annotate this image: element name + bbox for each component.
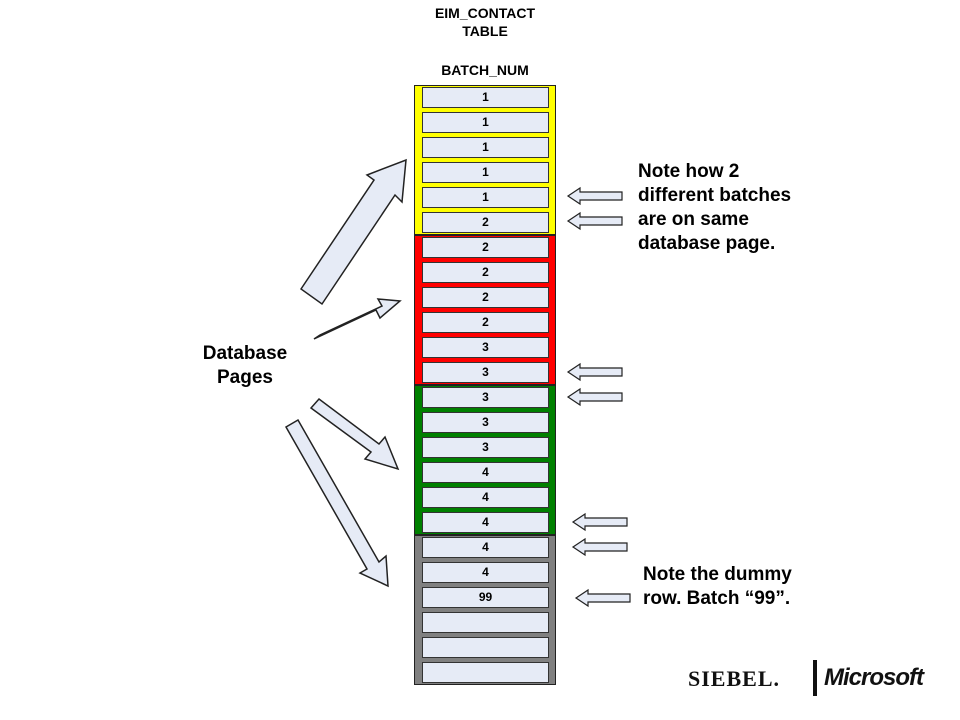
batch-num-cell: 4 (422, 462, 549, 483)
note-line: are on same (638, 209, 749, 230)
page-arrow-gray-icon (284, 418, 389, 588)
pointer-arrow-icon (566, 186, 623, 206)
batch-num-cell (422, 637, 549, 658)
note-dummy-row: Note the dummy row. Batch “99”. (643, 563, 792, 611)
table-title-line-1: EIM_CONTACT (434, 5, 536, 21)
pointer-arrow-icon (566, 211, 623, 231)
batch-num-cell: 3 (422, 387, 549, 408)
logo-area: SIEBEL. Microsoft (688, 660, 938, 700)
batch-num-cell: 4 (422, 512, 549, 533)
batch-num-cell: 99 (422, 587, 549, 608)
batch-num-cell: 4 (422, 562, 549, 583)
batch-num-cell: 4 (422, 537, 549, 558)
pointer-arrow-icon (571, 537, 628, 557)
batch-num-cell: 2 (422, 262, 549, 283)
batch-num-cell: 2 (422, 212, 549, 233)
batch-num-cell: 1 (422, 187, 549, 208)
batch-num-cell (422, 612, 549, 633)
page-arrow-red-icon (313, 298, 402, 340)
page-arrow-green-icon (309, 397, 400, 471)
pointer-arrow-icon (566, 387, 623, 407)
table-title-line-2: TABLE (462, 23, 508, 39)
pointer-arrow-icon (574, 588, 631, 608)
batch-num-cell: 3 (422, 437, 549, 458)
database-pages-line-2: Pages (217, 367, 273, 388)
batch-num-cell: 1 (422, 137, 549, 158)
database-page-block (414, 385, 556, 535)
batch-num-cell: 2 (422, 312, 549, 333)
logo-divider (813, 660, 817, 696)
page-arrow-yellow-icon (299, 158, 407, 306)
table-title: EIM_CONTACT TABLE (385, 4, 585, 40)
batch-num-cell: 2 (422, 237, 549, 258)
batch-num-cell: 2 (422, 287, 549, 308)
batch-num-cell: 4 (422, 487, 549, 508)
batch-num-cell: 1 (422, 87, 549, 108)
siebel-logo: SIEBEL. (688, 666, 780, 691)
pointer-arrow-icon (566, 362, 623, 382)
database-page-block (414, 235, 556, 385)
note-line: Note the dummy (643, 564, 792, 585)
microsoft-logo: Microsoft (824, 664, 924, 691)
database-page-block (414, 535, 556, 685)
batch-num-cell: 1 (422, 112, 549, 133)
column-header: BATCH_NUM (441, 62, 529, 78)
note-two-batches: Note how 2 different batches are on same… (638, 160, 791, 256)
note-line: Note how 2 (638, 161, 740, 182)
note-line: row. Batch “99”. (643, 588, 791, 609)
database-pages-line-1: Database (202, 343, 288, 364)
pointer-arrow-icon (571, 512, 628, 532)
batch-num-cell: 3 (422, 362, 549, 383)
batch-num-cell: 1 (422, 162, 549, 183)
batch-num-cell (422, 662, 549, 683)
note-line: different batches (638, 185, 792, 206)
batch-num-cell: 3 (422, 337, 549, 358)
note-line: database page. (638, 233, 776, 254)
database-pages-label: Database Pages (190, 342, 300, 390)
database-page-block (414, 85, 556, 235)
batch-num-cell: 3 (422, 412, 549, 433)
